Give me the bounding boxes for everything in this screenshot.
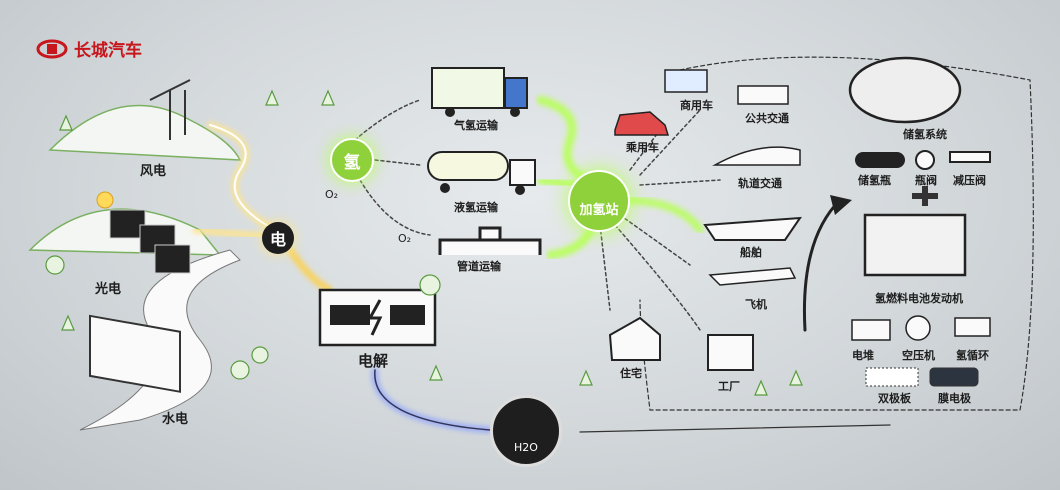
storage-system-icon: [848, 56, 962, 124]
bus-icon: [737, 85, 789, 105]
label-engine: 氢燃料电池发动机: [875, 292, 963, 305]
solar-panels-icon: [109, 209, 191, 274]
train-icon: [712, 146, 801, 166]
brand-name: 长城汽车: [74, 41, 142, 61]
label-hydro: 水电: [162, 412, 189, 427]
label-pipeline-transport: 管道运输: [457, 260, 501, 273]
label-recirc: 氢循环: [956, 349, 989, 362]
tank-icon: [855, 152, 905, 168]
factory-icon: [707, 334, 754, 371]
great-wall-logo-icon: [36, 39, 68, 58]
label-stack: 电堆: [852, 349, 874, 362]
station-label: 加氢站: [579, 203, 619, 218]
electricity-label: 电: [269, 230, 286, 249]
engine-icon: [863, 213, 967, 277]
valve-icon: [915, 150, 935, 170]
compressor-icon: [905, 315, 931, 341]
water-node: H2O: [490, 395, 562, 467]
label-commercial: 商用车: [680, 99, 713, 112]
arrow-icon: [830, 195, 852, 215]
label-electrolysis: 电解: [358, 352, 389, 370]
water-label: H2O: [514, 441, 538, 454]
hydrogen-label: 氢: [343, 152, 361, 173]
label-rail: 轨道交通: [738, 177, 782, 190]
house-icon: [608, 316, 661, 361]
label-home: 住宅: [620, 367, 642, 380]
plus-icon: [912, 186, 938, 206]
label-regulator: 减压阀: [953, 174, 986, 187]
oxygen-label-2: O₂: [398, 232, 412, 245]
label-valve: 瓶阀: [915, 174, 937, 187]
label-wind: 风电: [140, 164, 167, 179]
ship-icon: [703, 216, 802, 241]
plane-icon: [708, 267, 797, 286]
car-icon: [614, 111, 670, 136]
label-tank: 储氢瓶: [858, 174, 891, 187]
electricity-node: 电: [262, 222, 294, 254]
label-bipolar-plate: 双极板: [878, 392, 911, 405]
recirc-icon: [954, 317, 991, 337]
gas-truck-icon: [431, 67, 528, 117]
label-plane: 飞机: [745, 298, 767, 311]
label-liquid-transport: 液氢运输: [454, 201, 498, 214]
label-passenger: 乘用车: [626, 141, 659, 154]
bipolar-plate-icon: [865, 367, 919, 387]
hydrogen-node: 氢: [330, 138, 374, 182]
tree-icons: [45, 89, 803, 396]
label-compressor: 空压机: [902, 349, 935, 362]
wind-hill: [48, 104, 242, 161]
wind-turbine-icon: [149, 79, 191, 140]
dam: [89, 314, 181, 393]
label-mea: 膜电极: [938, 392, 971, 405]
liquid-truck-icon: [427, 151, 536, 195]
stack-icon: [851, 319, 891, 341]
label-storage-system: 储氢系统: [903, 128, 947, 141]
oxygen-label: O₂: [325, 188, 339, 201]
label-gas-transport: 气氢运输: [454, 119, 498, 132]
label-ship: 船舶: [740, 246, 762, 259]
pipeline-icon: [438, 226, 542, 255]
label-solar: 光电: [95, 282, 122, 297]
commercial-vehicle-icon: [664, 69, 708, 93]
label-factory: 工厂: [718, 380, 740, 393]
brand-logo: 长城汽车: [36, 36, 142, 61]
mea-icon: [929, 367, 979, 387]
regulator-icon: [949, 151, 991, 163]
hydrogen-station-node: 加氢站: [568, 170, 630, 232]
label-bus: 公共交通: [745, 112, 789, 125]
sun-icon: [96, 191, 114, 209]
